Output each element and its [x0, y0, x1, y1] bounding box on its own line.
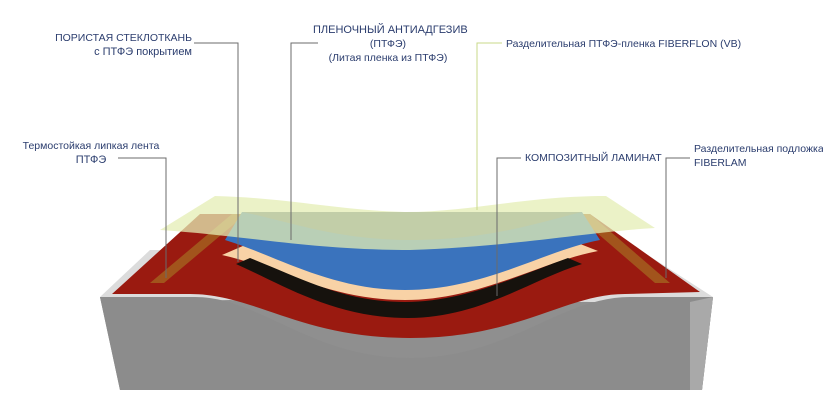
label-film-antiadhesive-line1: ПЛЕНОЧНЫЙ АНТИАДГЕЗИВ	[313, 24, 468, 36]
label-composite-laminate: КОМПОЗИТНЫЙ ЛАМИНАТ	[525, 151, 662, 165]
label-film-antiadhesive: ПЛЕНОЧНЫЙ АНТИАДГЕЗИВ (ПТФЭ) (Литая плен…	[313, 23, 468, 65]
label-porous-glass-fabric: ПОРИСТАЯ СТЕКЛОТКАНЬ с ПТФЭ покрытием	[55, 31, 192, 59]
label-release-film: Разделительная ПТФЭ-пленка FIBERFLON (VB…	[506, 37, 741, 51]
label-heat-tape-line1: Термостойкая липкая лента	[22, 140, 160, 152]
release-film-layer	[160, 196, 655, 250]
leader-release-film	[476, 42, 502, 210]
label-composite-laminate-line1: КОМПОЗИТНЫЙ ЛАМИНАТ	[525, 152, 662, 164]
leader-heat-tape	[118, 157, 167, 278]
label-porous-glass-fabric-line1: ПОРИСТАЯ СТЕКЛОТКАНЬ	[55, 32, 192, 44]
label-release-backing-line2: FIBERLAM	[694, 157, 747, 169]
leader-lines	[118, 42, 690, 296]
label-heat-tape: Термостойкая липкая лента ПТФЭ	[16, 139, 166, 167]
leader-film-antiadhesive	[290, 42, 318, 240]
label-heat-tape-line2: ПТФЭ	[75, 154, 107, 166]
label-release-backing-line1: Разделительная подложка	[694, 143, 823, 155]
label-release-backing: Разделительная подложка FIBERLAM	[694, 142, 823, 170]
mold-front-curve	[100, 297, 713, 390]
label-film-antiadhesive-line2: (ПТФЭ)	[369, 38, 407, 50]
label-release-film-line1: Разделительная ПТФЭ-пленка FIBERFLON (VB…	[506, 38, 742, 50]
leader-composite-laminate	[496, 157, 521, 296]
mold-right-shade	[690, 297, 713, 390]
composite-laminate-layer	[236, 258, 582, 318]
leader-release-backing	[665, 157, 690, 278]
label-porous-glass-fabric-line2: с ПТФЭ покрытием	[94, 46, 192, 58]
leader-porous-glass-fabric	[194, 42, 239, 262]
label-film-antiadhesive-line3: (Литая пленка из ПТФЭ)	[328, 52, 448, 64]
